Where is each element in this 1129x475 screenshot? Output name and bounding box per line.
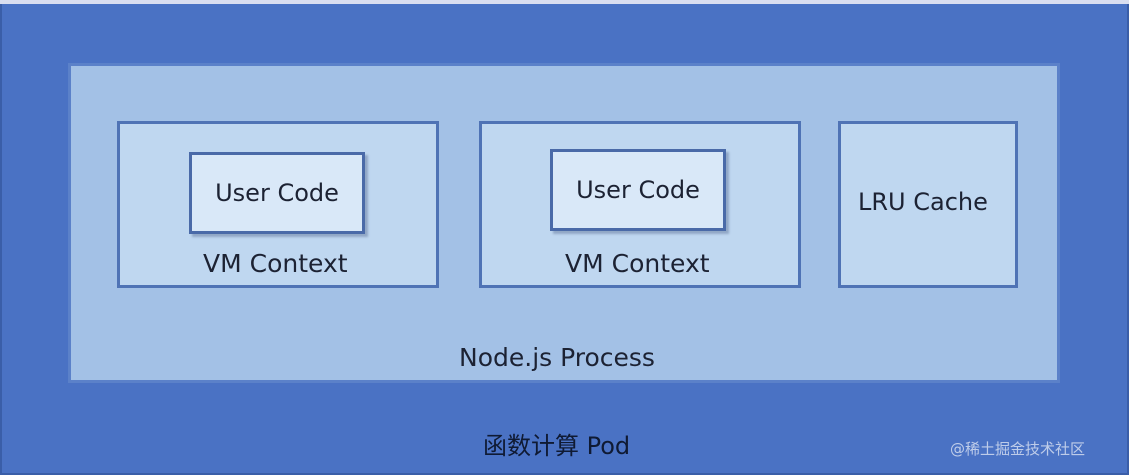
- vm-context-label-2: VM Context: [565, 249, 710, 278]
- process-label: Node.js Process: [459, 343, 655, 372]
- user-code-label-2: User Code: [576, 176, 700, 204]
- lru-cache-label: LRU Cache: [858, 188, 988, 216]
- lru-cache-box: [838, 121, 1018, 288]
- vm-context-label-1: VM Context: [203, 249, 348, 278]
- pod-label: 函数计算 Pod: [483, 432, 631, 460]
- user-code-box-2: User Code: [550, 149, 726, 231]
- top-edge: [0, 0, 1129, 4]
- watermark-text: @稀土掘金技术社区: [950, 440, 1086, 458]
- user-code-label-1: User Code: [215, 179, 339, 207]
- user-code-box-1: User Code: [189, 152, 365, 234]
